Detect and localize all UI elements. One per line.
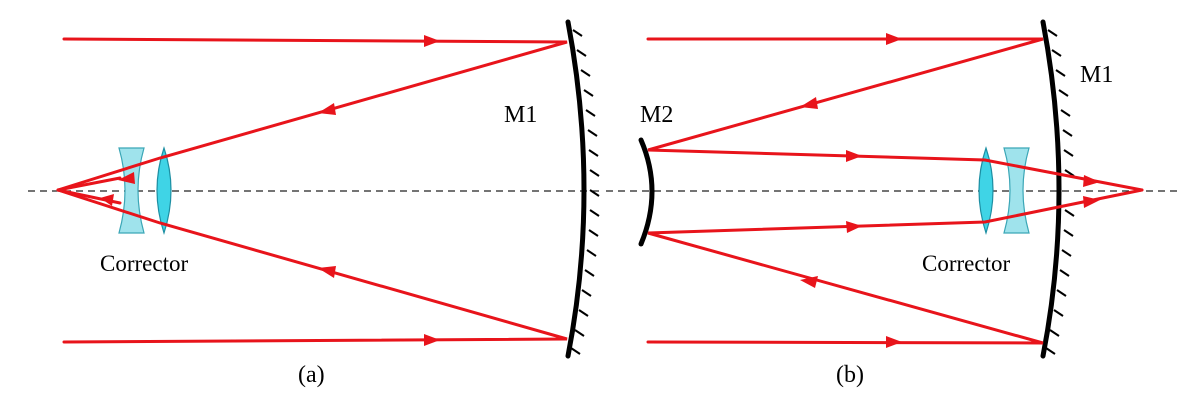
caption-a: (a)	[298, 362, 325, 388]
caption-b: (b)	[836, 362, 864, 388]
ray-lower-b	[646, 188, 1144, 345]
arrow-icon	[886, 336, 902, 348]
mirror-hatching-b	[1045, 29, 1075, 355]
arrow-icon	[318, 103, 336, 115]
ray-lower-a	[56, 188, 568, 344]
mirror-label-m1-a: M1	[504, 102, 537, 128]
arrow-icon	[886, 33, 902, 45]
primary-mirror-a	[565, 19, 587, 359]
arrow-icon	[800, 276, 818, 288]
primary-mirror-b	[1040, 19, 1062, 359]
arrow-icon	[424, 334, 440, 346]
arrow-icon	[100, 194, 114, 206]
arrow-icon	[846, 221, 862, 233]
mirror-label-m1-b: M1	[1080, 62, 1113, 88]
light-rays-b	[646, 37, 1144, 345]
arrow-icon	[118, 172, 135, 184]
panel-a: M1 Corrector (a)	[28, 19, 600, 388]
ray-arrows-a	[100, 35, 440, 346]
secondary-mirror	[638, 137, 655, 247]
arrow-icon	[846, 150, 862, 162]
ray-inner-upper-a	[56, 176, 122, 192]
ray-upper-a	[56, 37, 568, 192]
ray-arrows-b	[800, 33, 1100, 348]
corrector-label-b: Corrector	[922, 251, 1010, 276]
corrector-label-a: Corrector	[100, 251, 188, 276]
arrow-icon	[1083, 196, 1100, 208]
arrow-icon	[800, 97, 818, 109]
panel-b: M1 M2 Corrector (b)	[606, 19, 1180, 388]
mirror-label-m2: M2	[640, 102, 673, 128]
arrow-icon	[1083, 175, 1100, 187]
corrector-convex-lens-b	[978, 146, 994, 235]
arrow-icon	[318, 266, 336, 278]
arrow-icon	[424, 35, 440, 47]
corrector-convex-lens-a	[156, 146, 172, 235]
ray-upper-b	[646, 37, 1144, 192]
mirror-hatching-a	[570, 29, 600, 355]
